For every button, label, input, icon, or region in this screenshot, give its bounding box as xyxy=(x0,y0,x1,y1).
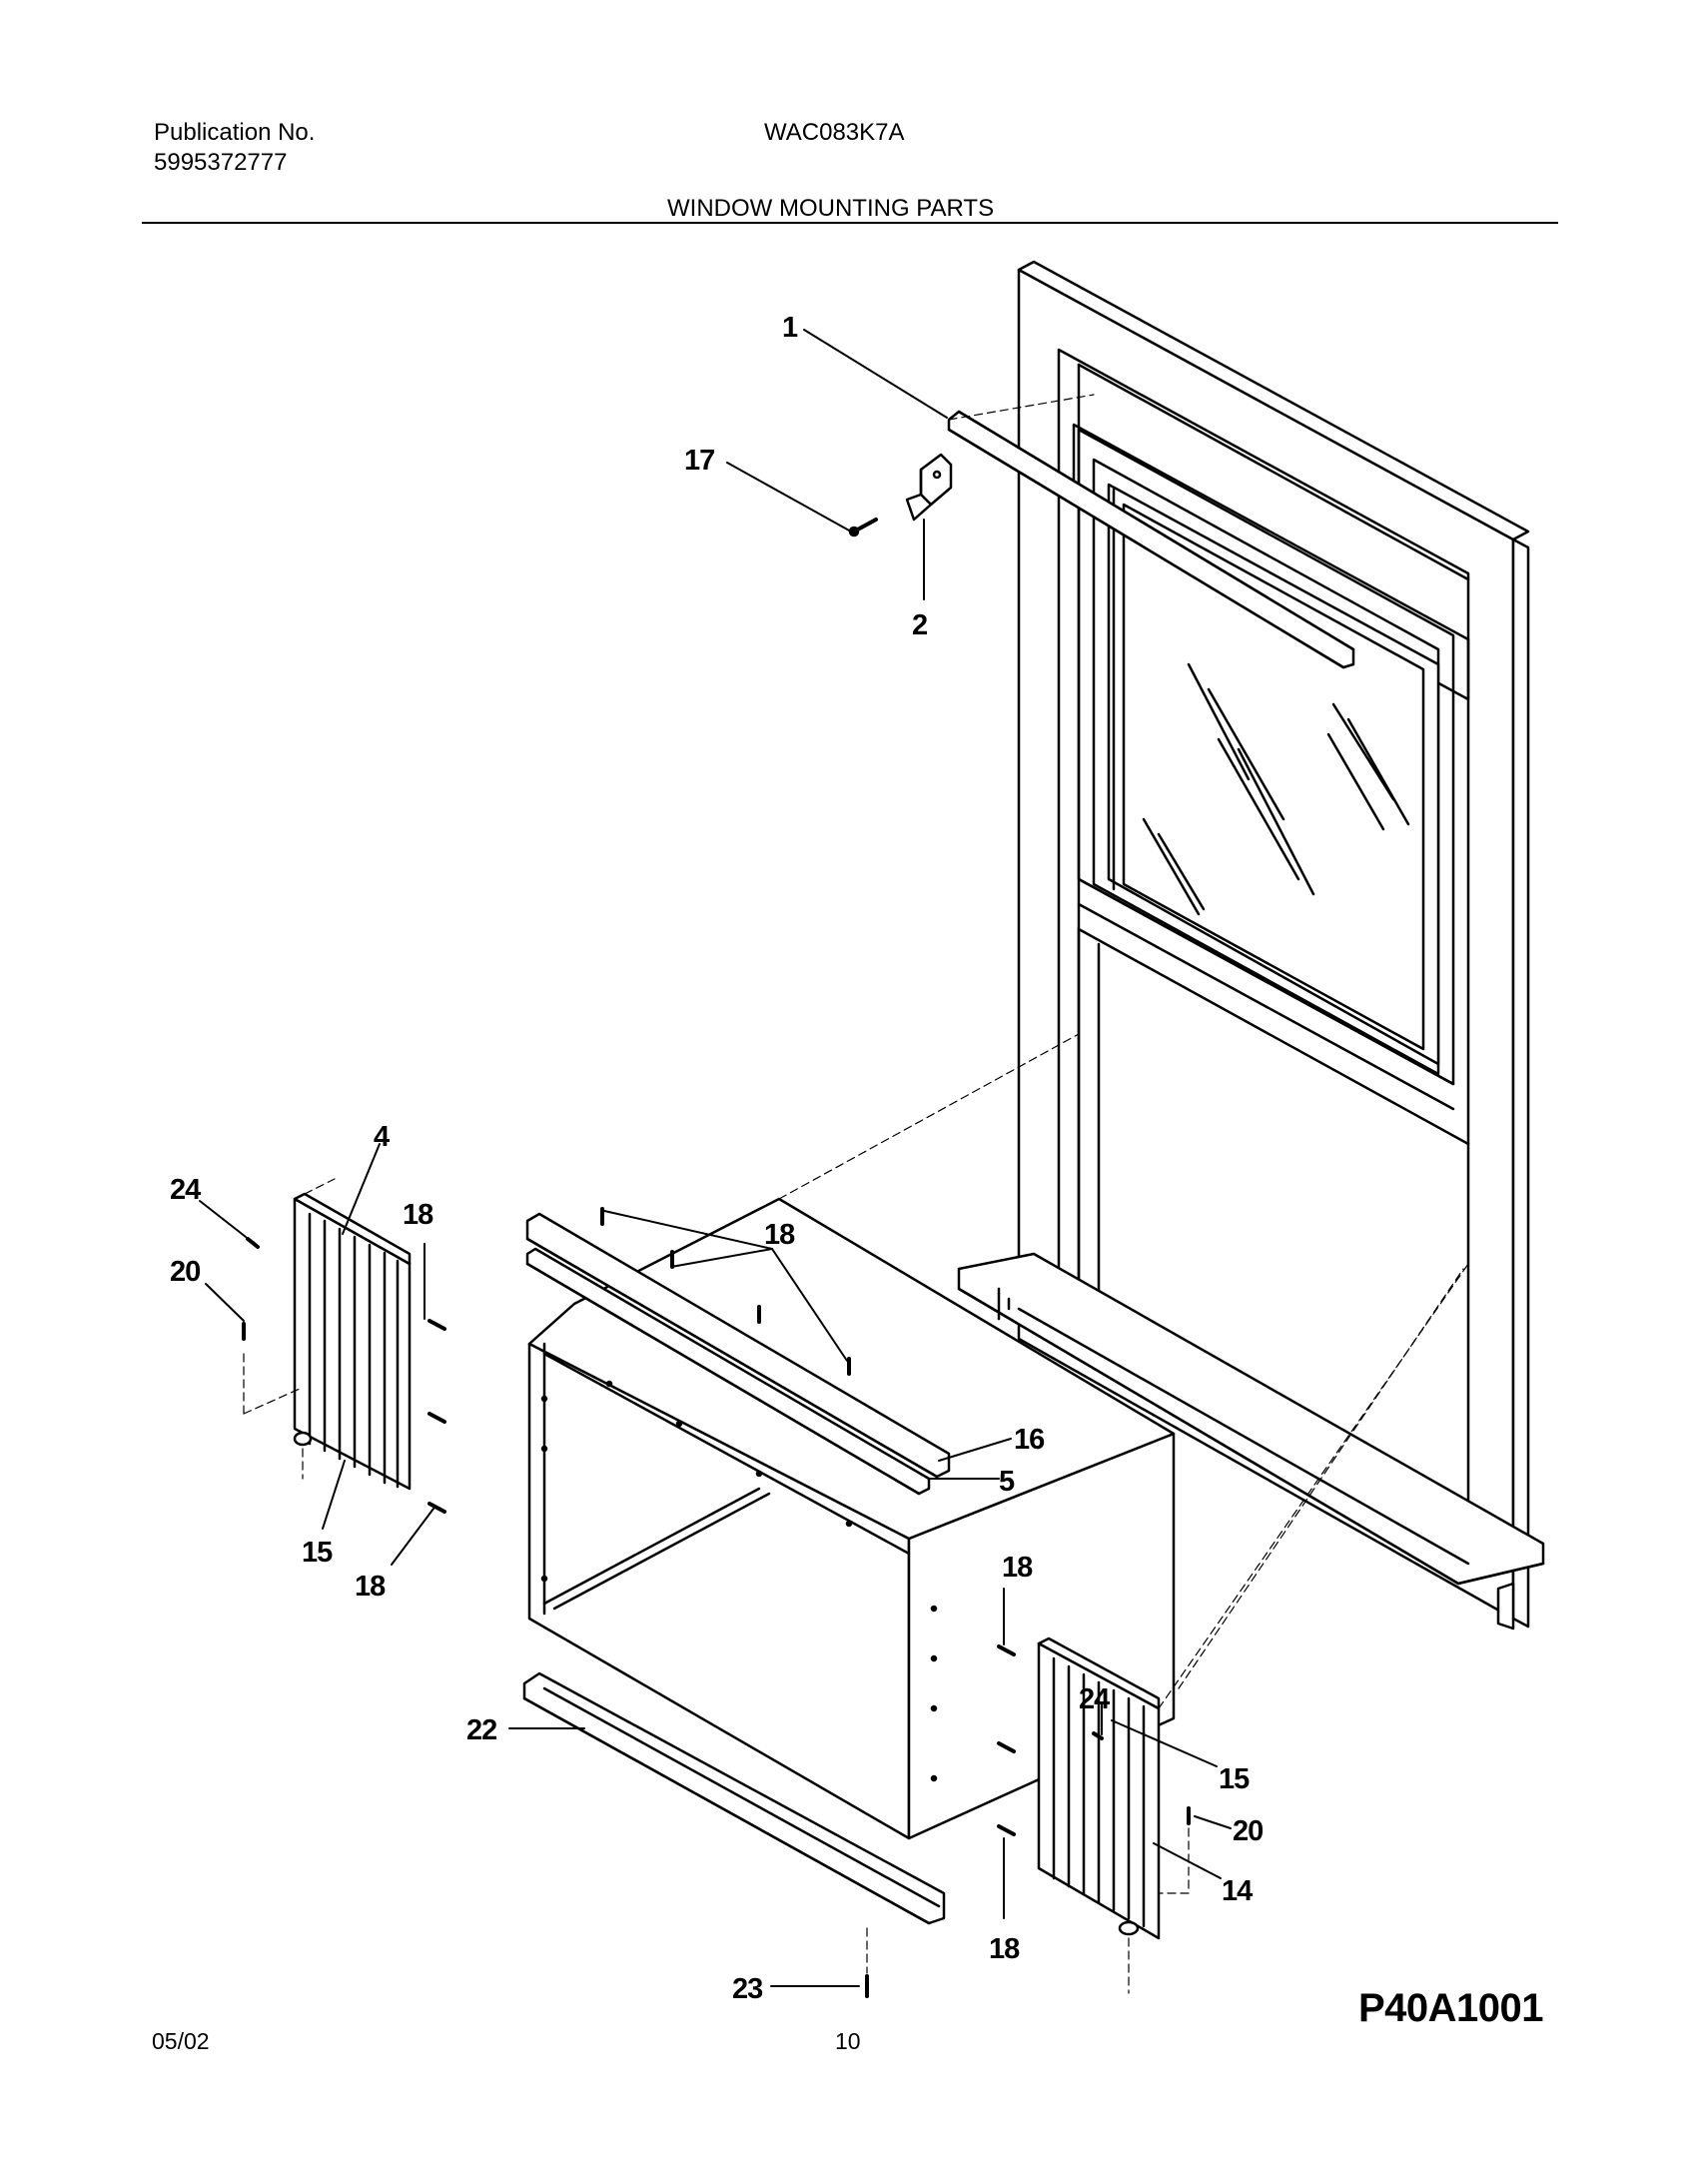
model-number: WAC083K7A xyxy=(764,119,905,146)
callout-17: 17 xyxy=(684,445,714,477)
part-5-rail xyxy=(525,1247,931,1496)
screws xyxy=(242,1207,1191,1998)
callout-14: 14 xyxy=(1222,1875,1253,1907)
section-title: WINDOW MOUNTING PARTS xyxy=(667,195,995,222)
callout-23: 23 xyxy=(732,1973,763,2005)
callout-22: 22 xyxy=(466,1714,496,1746)
callout-18-right-top: 18 xyxy=(1002,1552,1033,1584)
callout-24-left: 24 xyxy=(170,1174,201,1206)
part-17-screw xyxy=(848,518,878,538)
callout-5: 5 xyxy=(999,1466,1015,1498)
publication-label: Publication No. xyxy=(154,119,316,146)
page-number: 10 xyxy=(835,2028,861,2054)
callout-15-right: 15 xyxy=(1219,1763,1250,1795)
callout-20-left: 20 xyxy=(170,1256,200,1288)
part-1-top-rail xyxy=(947,410,1355,669)
header-rule xyxy=(142,222,1558,224)
callout-18-right-bottom: 18 xyxy=(989,1933,1020,1965)
right-side-panel xyxy=(1037,1637,1161,1940)
callout-16: 16 xyxy=(1014,1424,1045,1456)
left-side-panel xyxy=(293,1192,412,1491)
leader-lines xyxy=(199,329,1232,1987)
callout-24-right: 24 xyxy=(1079,1683,1110,1715)
callout-18-top: 18 xyxy=(764,1219,795,1251)
callout-18-left-bottom: 18 xyxy=(355,1571,386,1603)
callout-2: 2 xyxy=(912,609,927,641)
callout-4: 4 xyxy=(374,1121,390,1153)
part-16-rail xyxy=(525,1212,951,1479)
callout-15-left: 15 xyxy=(302,1537,333,1569)
callout-20-right: 20 xyxy=(1233,1815,1263,1847)
callout-labels: 1 17 2 4 24 18 20 18 16 5 15 18 18 24 22… xyxy=(170,312,1264,2005)
part-2-bracket xyxy=(905,453,953,522)
callout-1: 1 xyxy=(782,312,798,344)
window-frame xyxy=(957,260,1545,1631)
part-22-bottom-rail xyxy=(522,1671,946,1925)
publication-number: 5995372777 xyxy=(154,149,288,176)
figure-code: P40A1001 xyxy=(1358,1986,1544,2030)
callout-18-left-top: 18 xyxy=(403,1199,433,1231)
footer-date: 05/02 xyxy=(152,2028,210,2054)
